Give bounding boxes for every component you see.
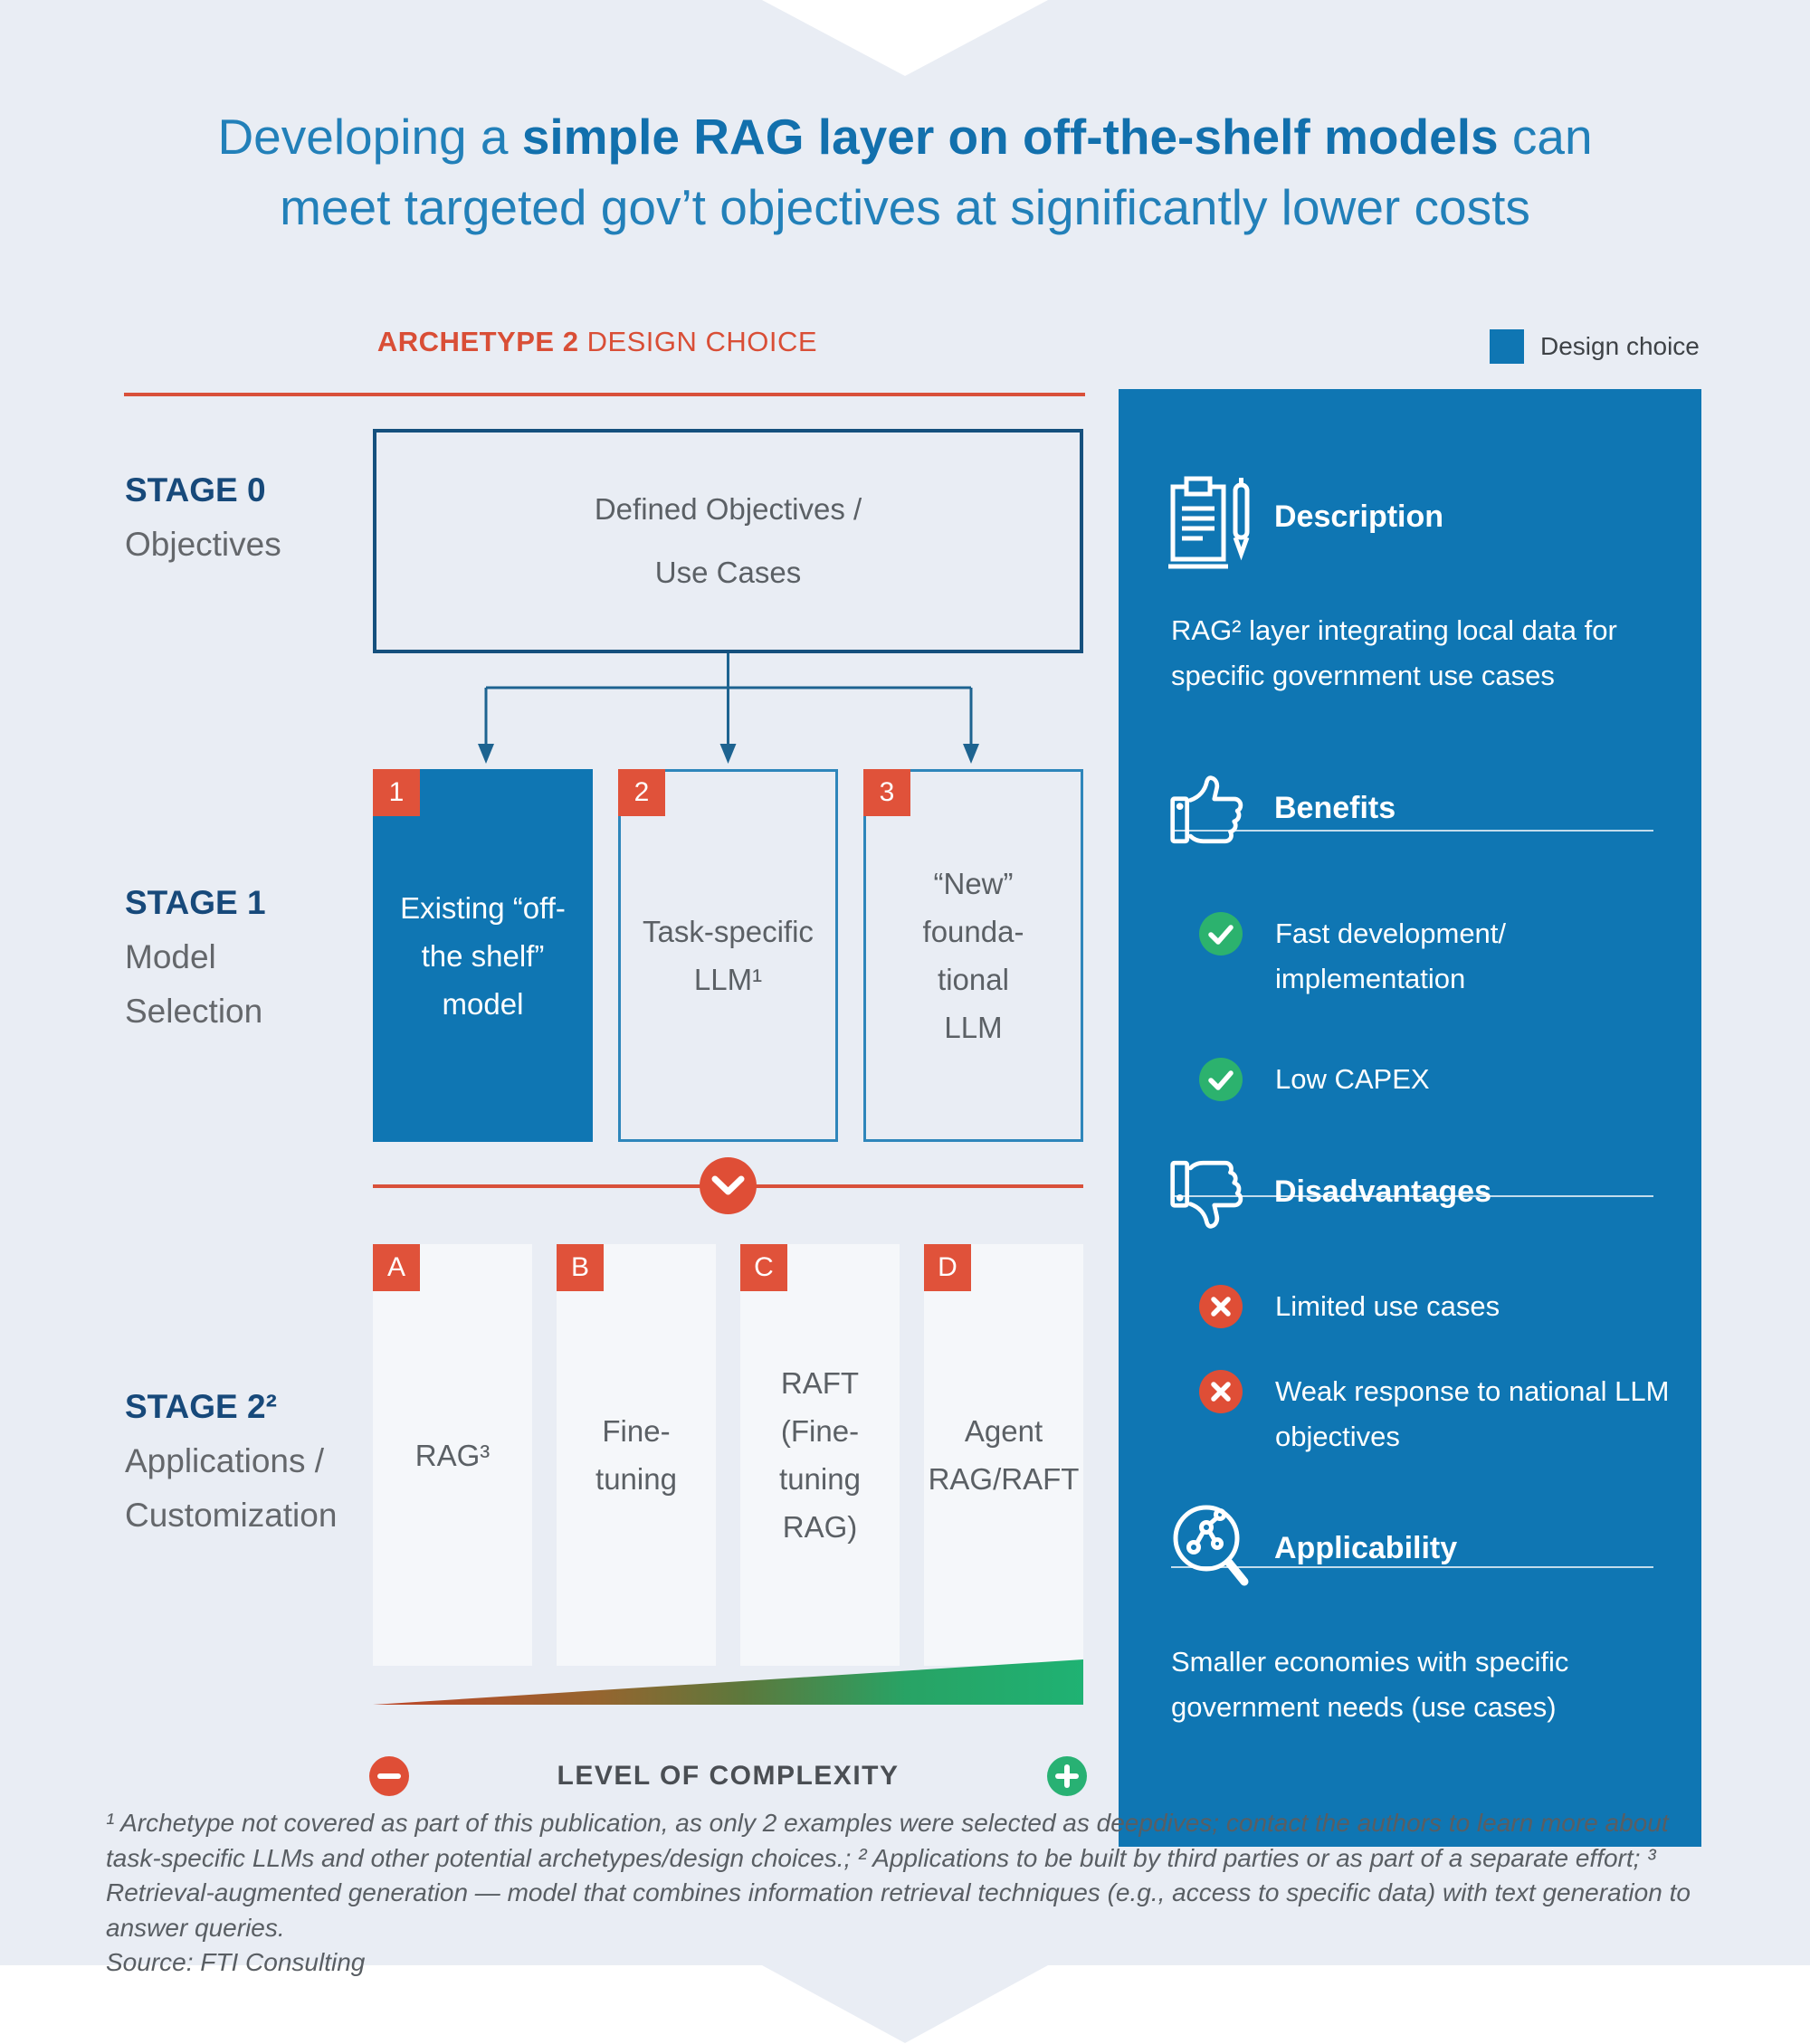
archetype-heading: ARCHETYPE 2 DESIGN CHOICE: [376, 326, 818, 357]
complexity-axis-label: LEVEL OF COMPLEXITY: [557, 1761, 900, 1791]
option-letter-tag: B: [557, 1244, 604, 1291]
check-circle-icon: [1199, 912, 1243, 955]
application-option-raft: C RAFT (Fine- tuning RAG): [740, 1244, 900, 1666]
panel-divider: [1171, 830, 1653, 832]
design-choice-legend: Design choice: [1490, 329, 1700, 364]
option-letter-tag: A: [373, 1244, 420, 1291]
footnote-text: ¹ Archetype not covered as part of this …: [106, 1809, 1691, 1942]
archetype-underline: [124, 393, 1085, 396]
option-number-tag: 3: [863, 769, 910, 816]
description-body: RAG² layer integrating local data for sp…: [1171, 614, 1617, 691]
option-number-tag: 2: [618, 769, 665, 816]
panel-divider: [1171, 1566, 1653, 1568]
benefit-item: Low CAPEX: [1199, 1056, 1700, 1102]
minus-circle-icon: [369, 1756, 409, 1796]
option-label: RAG³: [414, 1438, 491, 1472]
stage2-label: STAGE 2² Applications / Customization: [125, 1388, 338, 1534]
plus-circle-icon: [1047, 1756, 1087, 1796]
disadvantage-item: Weak response to national LLM objectives: [1199, 1368, 1700, 1459]
footnote-block: ¹ Archetype not covered as part of this …: [106, 1806, 1704, 1981]
option-label: “New” founda- tional LLM: [922, 867, 1024, 1044]
option-letter-tag: D: [924, 1244, 971, 1291]
panel-divider: [1171, 1195, 1653, 1197]
application-option-fine-tuning: B Fine- tuning: [557, 1244, 716, 1666]
thumbs-up-icon: [1170, 775, 1243, 844]
disadvantages-heading: Disadvantages: [1274, 1174, 1491, 1209]
x-circle-icon: [1199, 1370, 1243, 1413]
page-title: Developing a simple RAG layer on off-the…: [0, 101, 1810, 242]
chevron-down-circle-icon: [700, 1157, 757, 1214]
applicability-body: Smaller economies with specific governme…: [1171, 1646, 1569, 1723]
option-number-tag: 1: [373, 769, 420, 816]
option-label: Fine- tuning: [595, 1414, 677, 1496]
check-circle-icon: [1199, 1058, 1243, 1101]
source-line: Source: FTI Consulting: [106, 1948, 366, 1976]
clipboard-pen-icon: [1168, 476, 1250, 569]
stage1-label: STAGE 1 Model Selection: [125, 884, 266, 1030]
description-heading: Description: [1274, 499, 1444, 534]
application-option-agent-rag-raft: D Agent RAG/RAFT: [924, 1244, 1083, 1666]
stage0-label: STAGE 0 Objectives: [125, 471, 281, 563]
option-letter-tag: C: [740, 1244, 787, 1291]
option-label: RAFT (Fine- tuning RAG): [779, 1366, 861, 1544]
disadvantage-item: Limited use cases: [1199, 1283, 1700, 1329]
flow-connector-arrows: [478, 653, 979, 764]
option-label: Existing “off- the shelf” model: [400, 890, 566, 1021]
magnifier-data-icon: [1173, 1505, 1249, 1586]
model-option-existing-off-the-shelf: 1 Existing “off- the shelf” model: [373, 769, 593, 1142]
application-option-rag: A RAG³: [373, 1244, 532, 1666]
option-label: Task-specific LLM¹: [643, 915, 814, 996]
design-choice-detail-panel: Description RAG² layer integrating local…: [1119, 389, 1701, 1847]
x-circle-icon: [1199, 1285, 1243, 1328]
title-line-2: meet targeted gov’t objectives at signif…: [280, 179, 1530, 235]
defined-objectives-box: Defined Objectives / Use Cases: [373, 429, 1083, 653]
legend-label: Design choice: [1540, 332, 1700, 360]
benefit-item: Fast development/ implementation: [1199, 910, 1700, 1002]
title-line-1: Developing a simple RAG layer on off-the…: [217, 109, 1593, 165]
thumbs-down-icon: [1170, 1160, 1243, 1229]
model-option-new-foundational-llm: 3 “New” founda- tional LLM: [863, 769, 1083, 1142]
benefits-heading: Benefits: [1274, 791, 1396, 825]
model-option-task-specific-llm: 2 Task-specific LLM¹: [618, 769, 838, 1142]
design-choice-swatch: [1490, 329, 1524, 364]
option-label: Agent RAG/RAFT: [928, 1414, 1080, 1496]
applicability-heading: Applicability: [1274, 1531, 1458, 1565]
